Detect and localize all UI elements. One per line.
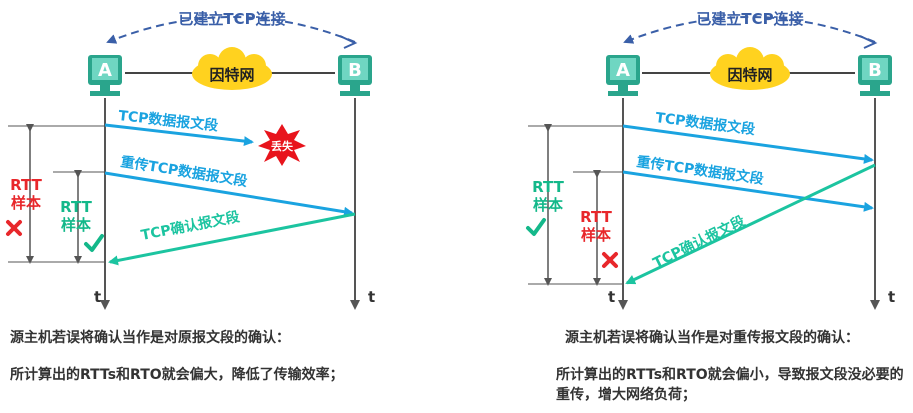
left-lost-label: 丢失 bbox=[271, 139, 294, 153]
left-cross-icon bbox=[6, 220, 22, 236]
right-caption-line1: 源主机若误将确认当作是对重传报文段的确认： bbox=[565, 330, 859, 346]
right-network-label: 因特网 bbox=[727, 66, 772, 84]
left-retransmit-segment-arrow bbox=[104, 171, 354, 217]
right-panel: 已建立TCP连接 A B 因特网 t t TCP数据报 bbox=[526, 10, 895, 310]
right-host-a-label: A bbox=[616, 60, 630, 81]
right-rtt-inner-line1: RTT bbox=[580, 208, 612, 226]
right-cross-icon bbox=[602, 252, 618, 268]
right-time-a-label: t bbox=[608, 288, 615, 306]
left-caption-line1: 源主机若误将确认当作是对原报文段的确认： bbox=[10, 330, 290, 346]
left-rtt-inner-line2: 样本 bbox=[61, 216, 91, 234]
right-connection-arc bbox=[623, 16, 876, 44]
right-ack-label: TCP确认报文段 bbox=[650, 212, 747, 271]
right-time-b-label: t bbox=[888, 288, 895, 306]
left-arc-head-b bbox=[339, 35, 358, 49]
right-arc-head-b bbox=[859, 35, 878, 49]
right-internet-cloud-icon: 因特网 bbox=[710, 47, 790, 90]
right-connection-label: 已建立TCP连接 bbox=[696, 10, 803, 28]
right-rtt-inner-line2: 样本 bbox=[581, 226, 611, 244]
left-lost-badge-icon: 丢失 bbox=[258, 124, 306, 166]
left-rtt-inner-line1: RTT bbox=[60, 198, 92, 216]
left-caption-line2: 所计算出的RTTs和RTO就会偏大，降低了传输效率； bbox=[10, 367, 344, 383]
right-retransmit-segment-arrow bbox=[622, 170, 874, 212]
left-connection-arc bbox=[106, 16, 356, 44]
left-time-b-label: t bbox=[368, 288, 375, 306]
right-rtt-outer-line2: 样本 bbox=[533, 196, 563, 214]
left-computer-b-icon: B bbox=[338, 55, 372, 96]
right-original-segment-arrow bbox=[622, 124, 874, 164]
right-host-b-label: B bbox=[868, 60, 882, 81]
left-host-a-label: A bbox=[98, 60, 112, 81]
left-original-segment-label: TCP数据报文段 bbox=[118, 107, 219, 134]
right-computer-a-icon: A bbox=[606, 55, 640, 96]
right-caption-line2: 所计算出的RTTs和RTO就会偏小，导致报文段没必要的重传，增大网络负荷； bbox=[556, 367, 904, 403]
left-host-b-label: B bbox=[348, 60, 362, 81]
left-panel: 已建立TCP连接 A B 因特网 bbox=[6, 10, 375, 310]
right-rtt-outer-line1: RTT bbox=[532, 178, 564, 196]
left-network-label: 因特网 bbox=[209, 66, 254, 84]
left-original-segment-arrow bbox=[104, 123, 254, 147]
right-check-icon bbox=[526, 218, 546, 236]
left-rtt-outer-line1: RTT bbox=[10, 176, 42, 194]
left-internet-cloud-icon: 因特网 bbox=[192, 47, 272, 90]
left-computer-a-icon: A bbox=[88, 55, 122, 96]
left-connection-label: 已建立TCP连接 bbox=[178, 10, 285, 28]
left-rtt-outer-line2: 样本 bbox=[11, 194, 41, 212]
right-computer-b-icon: B bbox=[858, 55, 892, 96]
left-check-icon bbox=[84, 234, 104, 252]
left-ack-arrow bbox=[108, 212, 356, 266]
left-time-a-label: t bbox=[94, 288, 101, 306]
right-ack-arrow bbox=[625, 163, 876, 285]
